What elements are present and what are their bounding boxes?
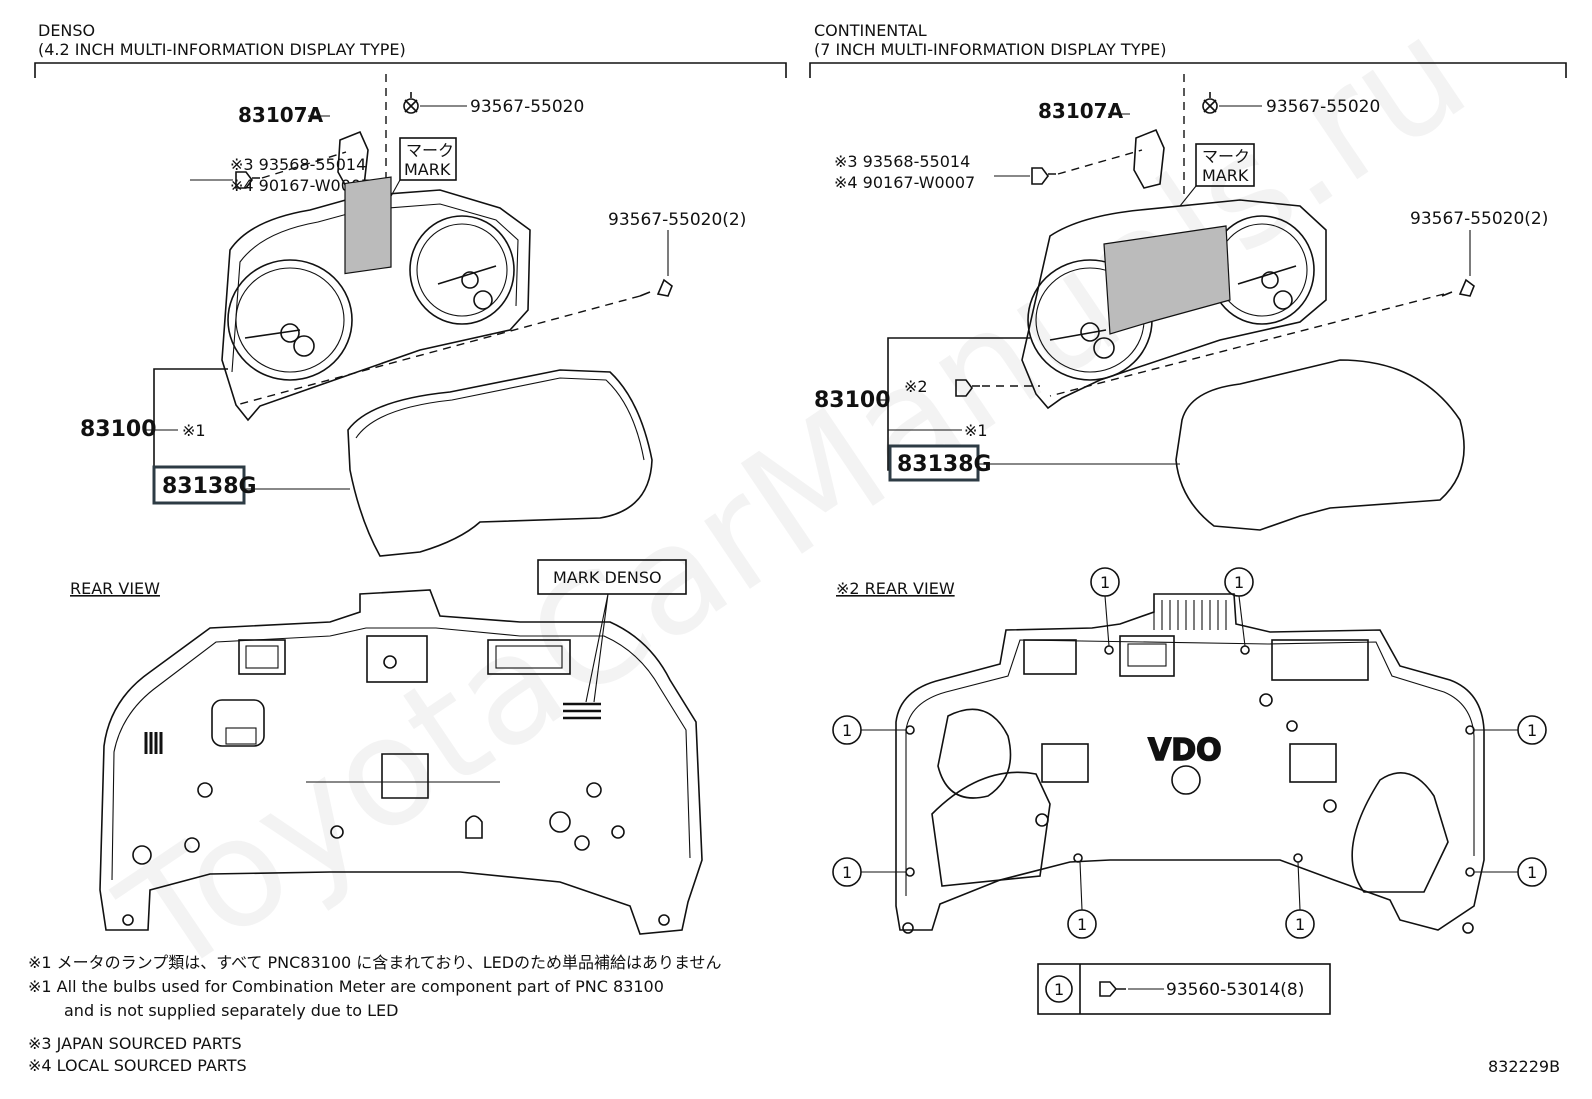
footnotes: ※1 メータのランプ類は、すべて PNC83100 に含まれており、LEDのため… [28,953,1560,1076]
mark-box [399,137,457,181]
mark-denso-callout [537,559,687,595]
cont-bracket-line [809,62,1567,78]
cont-title: CONTINENTAL [814,21,927,40]
cont-screw-top-pn: 93567-55020 [1266,97,1380,117]
denso-rear-view-label: REAR VIEW [70,579,160,598]
denso-mark-jp: マーク [406,141,454,160]
screw-icon [639,278,673,297]
mark-lines [563,702,601,720]
marker-1-icon: 1 [1285,861,1315,939]
svg-text:1: 1 [1100,573,1110,592]
marker-1-icon: 1 [832,715,906,745]
cont-subtitle: (7 INCH MULTI-INFORMATION DISPLAY TYPE) [814,40,1166,59]
watermark: ToyotaCarManuals.ru [92,0,1496,1010]
svg-text:1: 1 [1234,573,1244,592]
marker-1-icon [1045,975,1073,1003]
cont-mark-en: MARK [1202,166,1249,185]
legend-marker: 1 [1054,980,1064,999]
cont-note-ref-2: ※2 [904,377,928,396]
lens-cover-continental [1175,359,1465,531]
rear-view-denso [99,589,703,935]
denso-meter-pn: 83100 [80,417,157,442]
cont-note-ref-1: ※1 [964,421,988,440]
screw-icon [1202,92,1218,114]
cont-screw-jp-pn: ※3 93568-55014 [834,152,970,171]
lens-cover-denso [347,369,653,557]
info-display [1103,225,1231,335]
svg-text:1: 1 [1527,721,1537,740]
denso-subtitle: (4.2 INCH MULTI-INFORMATION DISPLAY TYPE… [38,40,406,59]
svg-text:1: 1 [842,863,852,882]
denso-mark-en: MARK [404,160,451,179]
cont-lens-pn: 83138G [897,452,992,477]
marker-1-icon: 1 [1224,567,1254,647]
denso-title: DENSO [38,21,95,40]
bracket-icon [1133,128,1165,189]
note4: ※4 LOCAL SOURCED PARTS [28,1056,247,1075]
marker-1-icon: 1 [1090,567,1120,647]
figure-number: 832229B [1488,1057,1560,1076]
cont-lens-pn-box [888,444,980,482]
denso-bracket-line [34,62,787,78]
denso-screw-jp-pn: ※3 93568-55014 [230,155,366,174]
note1-jp: ※1 メータのランプ類は、すべて PNC83100 に含まれており、LEDのため… [28,953,722,972]
denso-screw-right-pn: 93567-55020(2) [608,210,746,230]
cont-screw-right-pn: 93567-55020(2) [1410,209,1548,229]
screw-icon [1031,167,1056,185]
svg-text:1: 1 [1077,915,1087,934]
note1-en-line2: and is not supplied separately due to LE… [64,1001,398,1020]
marker-1-icon: 1 [832,857,906,887]
denso-note-ref: ※1 [182,421,206,440]
screw-icon [1099,981,1126,997]
svg-text:1: 1 [1527,863,1537,882]
cont-mark-jp: マーク [1202,147,1250,166]
cont-screw-local-pn: ※4 90167-W0007 [834,173,975,192]
cont-bracket-pn: 83107A [1038,99,1124,123]
fastener-legend [1037,963,1331,1015]
note1-en-line1: ※1 All the bulbs used for Combination Me… [28,977,664,996]
note3: ※3 JAPAN SOURCED PARTS [28,1034,242,1053]
denso-screw-top-pn: 93567-55020 [470,97,584,117]
denso-panel: DENSO (4.2 INCH MULTI-INFORMATION DISPLA… [34,21,787,935]
mark-box [1195,143,1255,187]
screw-icon [403,92,419,114]
screw-icon [955,379,980,397]
denso-lens-pn-box [152,465,246,505]
screw-icon [1441,278,1475,297]
denso-callout-text: MARK DENSO [553,568,662,587]
marker-1-icon: 1 [1067,861,1097,939]
marker-1-icon: 1 [1474,857,1547,887]
info-display [344,176,392,275]
continental-panel: CONTINENTAL (7 INCH MULTI-INFORMATION DI… [809,21,1567,1015]
cont-meter-pn: 83100 [814,388,891,413]
svg-text:1: 1 [842,721,852,740]
combination-meter-continental [1021,199,1327,410]
rear-view-continental: VDO [895,593,1485,934]
svg-text:1: 1 [1295,915,1305,934]
combination-meter-denso [221,176,531,422]
cont-rear-view-label: ※2 REAR VIEW [836,579,955,598]
denso-bracket-pn: 83107A [238,103,324,127]
marker-1-icon: 1 [1474,715,1547,745]
screw-icon [235,171,260,189]
legend-part-number: 93560-53014(8) [1166,980,1304,1000]
vdo-logo: VDO [1148,733,1222,768]
denso-screw-local-pn: ※4 90167-W0007 [230,176,371,195]
denso-lens-pn: 83138G [162,474,257,499]
